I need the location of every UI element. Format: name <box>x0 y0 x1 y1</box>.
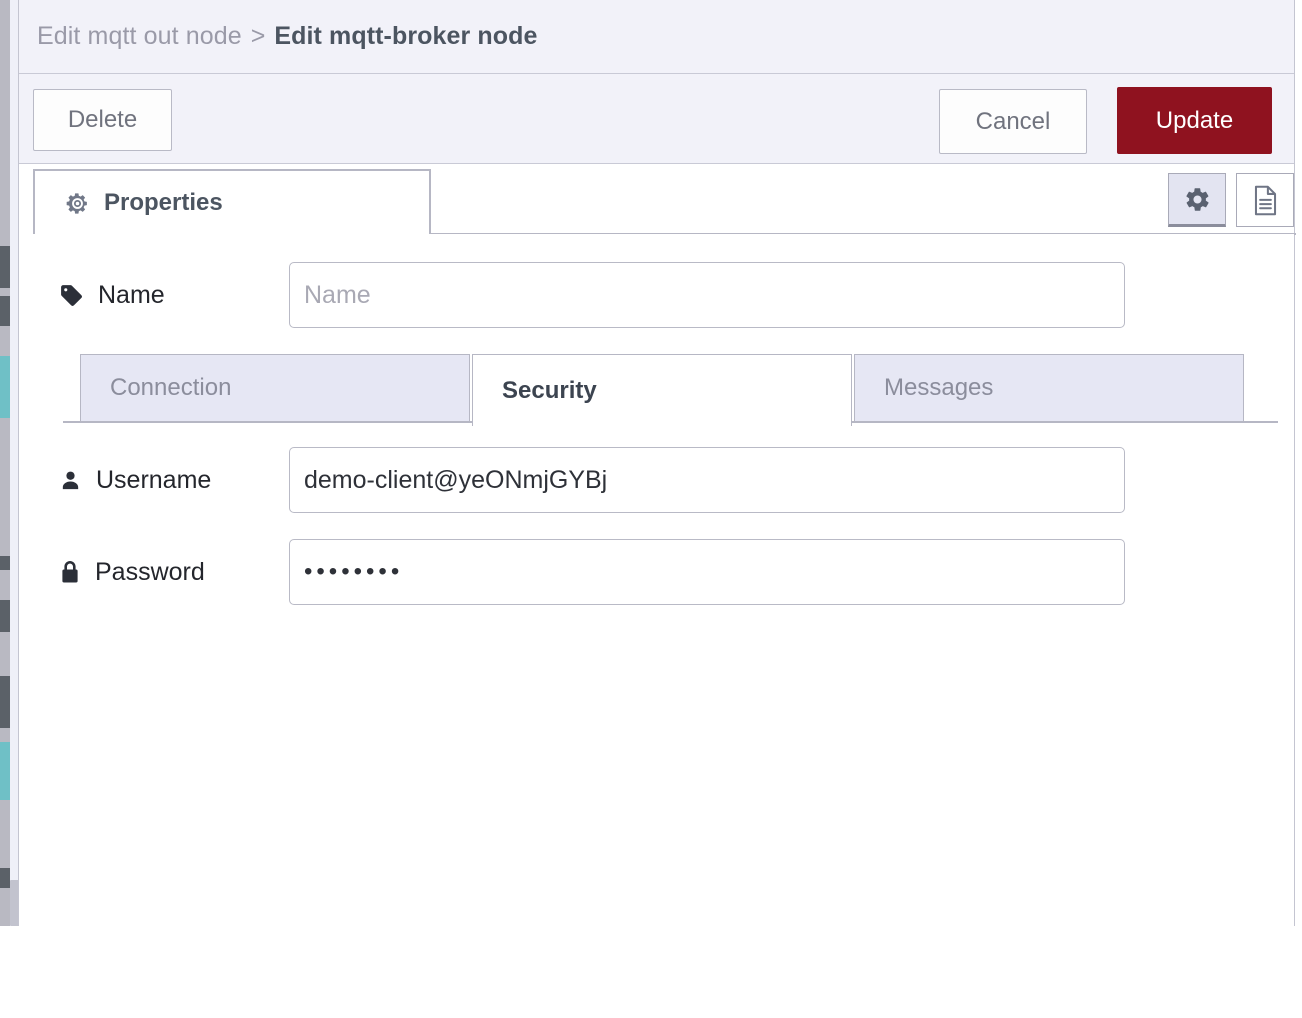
breadcrumb-separator: > <box>250 22 266 50</box>
subtab-connection[interactable]: Connection <box>80 354 470 422</box>
subtab-active-mask <box>473 421 851 424</box>
workspace-node-fragment <box>0 556 10 570</box>
workspace-gutter <box>10 0 18 926</box>
form-row-username: Username <box>59 447 1125 513</box>
workspace-node-fragment <box>0 676 10 728</box>
user-icon <box>59 469 82 492</box>
password-label-text: Password <box>95 557 205 586</box>
name-input[interactable] <box>289 262 1125 328</box>
vertical-scrollbar-thumb[interactable] <box>10 880 19 926</box>
lock-icon <box>59 560 81 584</box>
subtab-messages[interactable]: Messages <box>854 354 1244 422</box>
tag-icon <box>59 283 84 308</box>
gear-icon <box>65 191 90 216</box>
subtab-security[interactable]: Security <box>472 354 852 426</box>
cancel-button[interactable]: Cancel <box>939 89 1087 154</box>
workspace-node-fragment <box>0 868 10 888</box>
dialog-body: Name Connection Security Messages Userna… <box>19 234 1294 1018</box>
settings-toggle-button[interactable] <box>1168 173 1226 227</box>
dialog-tab-bar: Properties <box>19 164 1296 235</box>
workspace-node-fragment <box>0 296 10 326</box>
workspace-edge-strip <box>0 0 10 926</box>
dialog-button-bar: Delete Cancel Update <box>19 74 1294 164</box>
tab-properties-label: Properties <box>104 189 223 216</box>
password-input[interactable] <box>289 539 1125 605</box>
password-label: Password <box>59 558 289 587</box>
form-row-name: Name <box>59 262 1125 328</box>
delete-button[interactable]: Delete <box>33 89 172 151</box>
username-label: Username <box>59 466 289 495</box>
update-button[interactable]: Update <box>1117 87 1272 154</box>
edit-node-dialog: Edit mqtt out node > Edit mqtt-broker no… <box>18 0 1296 1018</box>
workspace-node-fragment <box>0 356 10 418</box>
breadcrumb-parent[interactable]: Edit mqtt out node <box>37 22 242 50</box>
workspace-node-fragment <box>0 600 10 632</box>
breadcrumb-current: Edit mqtt-broker node <box>274 22 538 50</box>
username-label-text: Username <box>96 465 212 494</box>
workspace-node-fragment <box>0 742 10 800</box>
dialog-header: Edit mqtt out node > Edit mqtt-broker no… <box>19 0 1294 74</box>
info-panel-button[interactable] <box>1236 173 1294 227</box>
name-label-text: Name <box>98 280 165 309</box>
security-subtab-bar: Connection Security Messages <box>63 354 1278 426</box>
document-icon <box>1252 185 1279 216</box>
form-row-password: Password <box>59 539 1125 605</box>
username-input[interactable] <box>289 447 1125 513</box>
workspace-node-fragment <box>0 246 10 288</box>
tab-properties[interactable]: Properties <box>33 169 431 235</box>
name-label: Name <box>59 281 289 310</box>
gear-icon <box>1184 186 1211 213</box>
